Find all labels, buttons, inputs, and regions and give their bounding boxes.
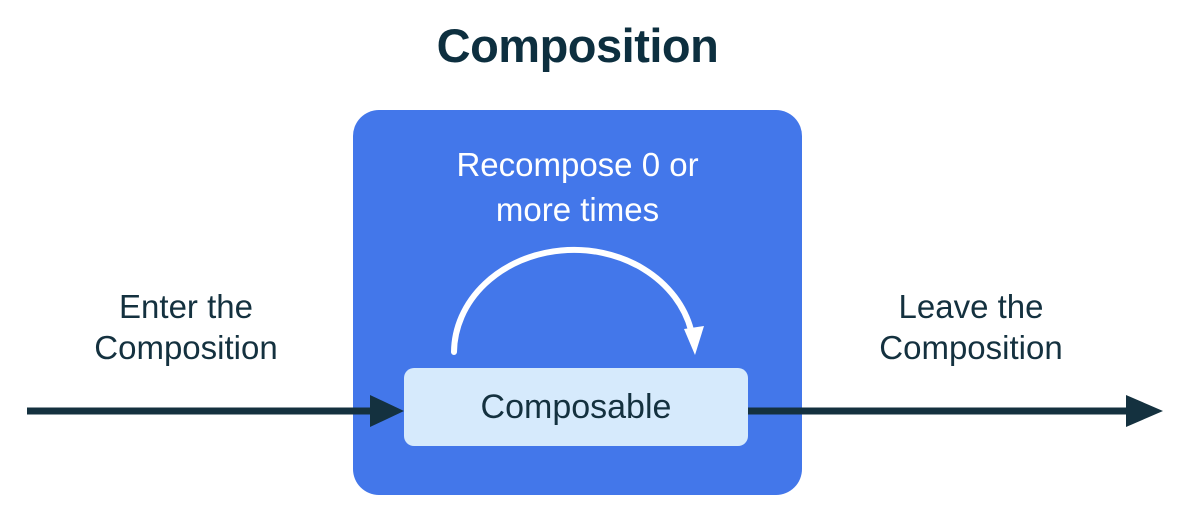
composable-label: Composable: [480, 387, 672, 426]
leave-arrow-head: [1126, 395, 1163, 427]
composable-box: Composable: [404, 368, 748, 446]
leave-composition-label: Leave the Composition: [879, 288, 1063, 366]
enter-composition-label: Enter the Composition: [94, 288, 278, 366]
recompose-arc-icon: [451, 246, 694, 355]
recompose-label: Recompose 0 or more times: [456, 146, 699, 228]
diagram-title: Composition: [436, 19, 719, 72]
enter-arrow-head: [370, 395, 404, 427]
recompose-arc-head: [684, 326, 704, 355]
